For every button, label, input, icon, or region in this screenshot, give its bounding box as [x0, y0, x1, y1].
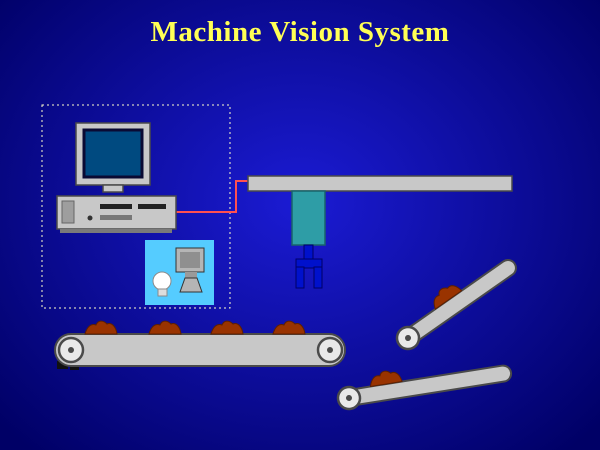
slide-title: Machine Vision System [150, 16, 450, 48]
belt-surface [54, 333, 346, 367]
camera-base [179, 277, 203, 293]
case-base-shadow [60, 229, 172, 233]
vertical-actuator [291, 190, 326, 246]
part-on-belt [272, 320, 306, 335]
gripper-left-prong [295, 266, 305, 289]
monitor-stand [102, 184, 124, 193]
camera-neck [185, 272, 197, 278]
drive-slot [100, 215, 132, 220]
computer-icon [56, 122, 177, 233]
camera-light-unit [145, 240, 214, 305]
drive-slot [138, 204, 166, 209]
conveyor-belt-feed-lower [336, 364, 513, 411]
case-left-panel [61, 200, 75, 224]
part-on-belt [433, 285, 463, 310]
vision-system-boundary [41, 104, 231, 309]
camera-icon [175, 247, 205, 293]
roller-hub [346, 395, 352, 401]
power-button [87, 215, 93, 221]
roller-hub [68, 347, 74, 353]
conveyor-belt-main [54, 333, 346, 370]
light-bulb-icon [152, 271, 172, 291]
part-on-belt [210, 320, 244, 335]
belt-surface [340, 364, 513, 407]
camera-lens-panel [180, 252, 200, 268]
monitor-screen [82, 128, 144, 179]
gripper-crossbar [295, 258, 323, 269]
bulb-base [157, 288, 168, 297]
signal-wire [176, 180, 249, 213]
roller-mount [57, 361, 68, 369]
robot-gripper [295, 244, 323, 289]
part-on-belt [148, 320, 182, 335]
gantry-rail [247, 175, 513, 192]
part-on-belt [84, 320, 118, 335]
drive-slot [100, 204, 132, 209]
conveyor-belt-feed-upper [395, 259, 517, 351]
roller-hub [405, 335, 411, 341]
roller-hub [327, 347, 333, 353]
computer-case [56, 195, 177, 230]
part-on-belt [369, 370, 403, 388]
gripper-right-prong [313, 266, 323, 289]
